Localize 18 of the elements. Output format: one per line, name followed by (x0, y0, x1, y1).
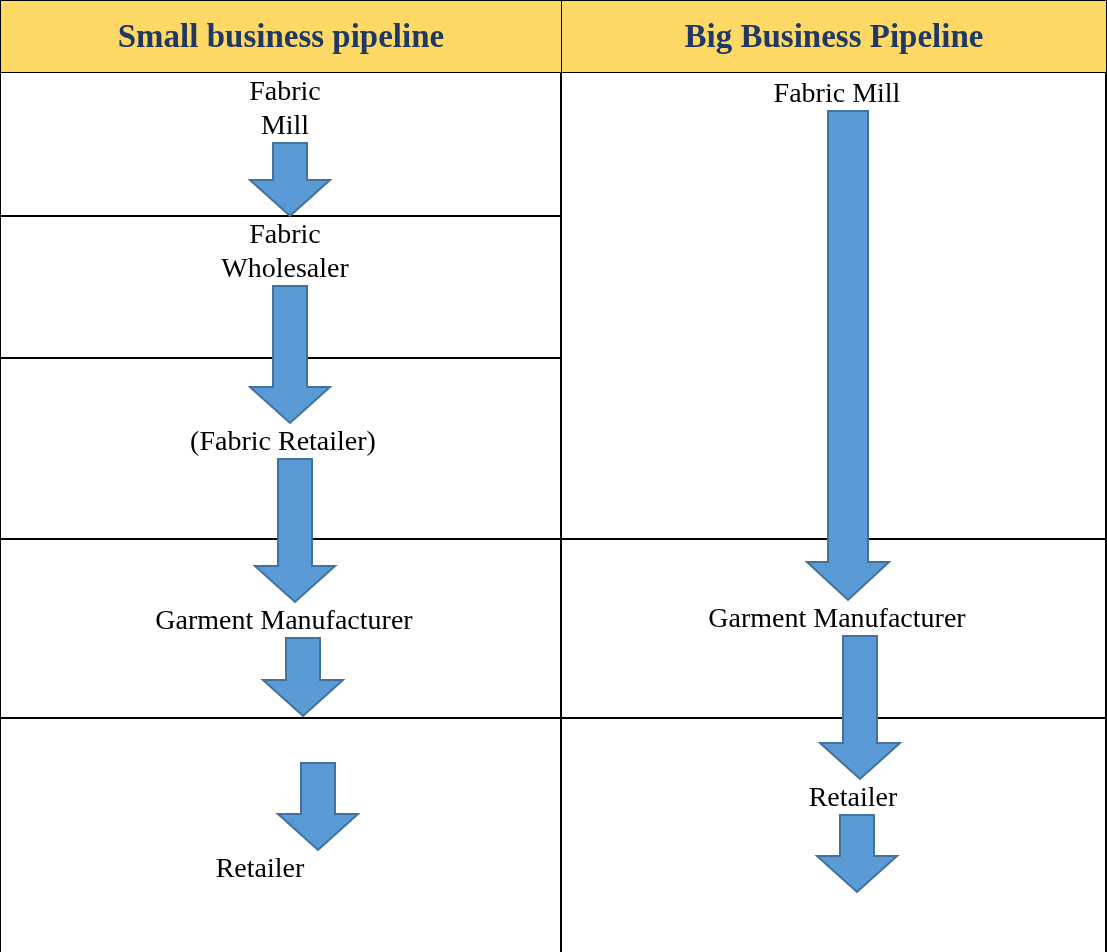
column-header: Small business pipeline (1, 1, 561, 72)
stage-label: Garment Manufacturer (114, 603, 454, 637)
block-arrow (275, 762, 361, 852)
stage-label: Fabric Wholesaler (190, 217, 380, 285)
column-header: Big Business Pipeline (562, 1, 1106, 72)
block-arrow (252, 458, 338, 604)
stage-label: (Fabric Retailer) (133, 424, 433, 458)
block-arrow (814, 814, 900, 894)
stage-label: Garment Manufacturer (667, 601, 1007, 635)
block-arrow (817, 635, 903, 781)
block-arrow (247, 142, 333, 218)
block-arrow (260, 637, 346, 718)
stage-label: Retailer (773, 780, 933, 814)
stage-label: Fabric Mill (225, 74, 345, 142)
block-arrow (804, 110, 892, 602)
stage-label: Retailer (190, 851, 330, 885)
stage-label: Fabric Mill (737, 76, 937, 110)
block-arrow (247, 285, 333, 425)
